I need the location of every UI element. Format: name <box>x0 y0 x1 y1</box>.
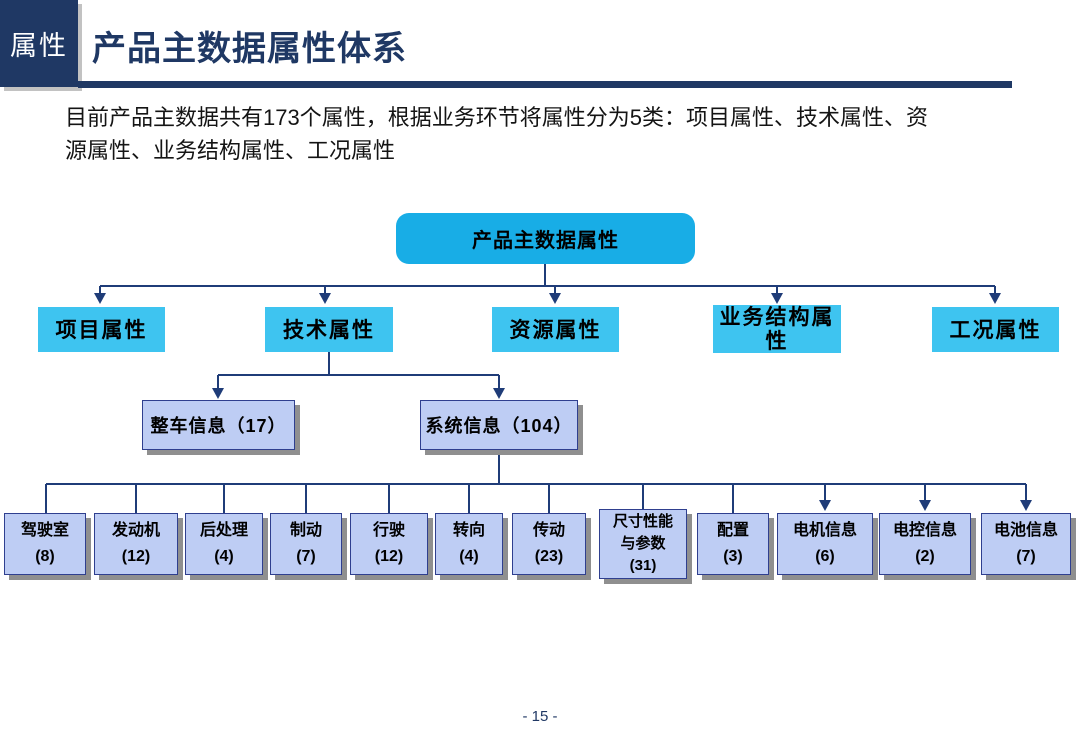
node-battery-info: 电池信息 (7) <box>981 513 1071 575</box>
node-count: (7) <box>296 548 316 565</box>
node-label: 后处理 <box>199 522 248 539</box>
node-aftertreatment: 后处理 (4) <box>185 513 263 575</box>
node-driving: 行驶 (12) <box>350 513 428 575</box>
node-transmission: 传动 (23) <box>512 513 586 575</box>
node-count: (4) <box>214 548 234 565</box>
node-label: 传动 <box>532 522 565 539</box>
node-motor-info: 电机信息 (6) <box>777 513 873 575</box>
node-brake: 制动 (7) <box>270 513 342 575</box>
node-label: 转向 <box>452 522 485 539</box>
node-label: 电池信息 <box>993 522 1058 539</box>
node-count: (3) <box>723 548 743 565</box>
corner-tag-label: 属性 <box>10 31 68 61</box>
page-number: - 15 - <box>522 708 558 725</box>
node-count: (7) <box>1016 548 1036 565</box>
node-count: (6) <box>815 548 835 565</box>
node-count: (12) <box>374 548 404 565</box>
node-tech-attrs: 技术属性 <box>265 307 393 352</box>
node-engine: 发动机 (12) <box>94 513 178 575</box>
intro-text: 目前产品主数据共有173个属性，根据业务环节将属性分为5类：项目属性、技术属性、… <box>65 105 928 163</box>
corner-tag: 属性 <box>0 0 78 87</box>
node-vehicle-info: 整车信息（17） <box>142 400 295 450</box>
node-label: 电机信息 <box>792 522 857 539</box>
node-cab: 驾驶室 (8) <box>4 513 86 575</box>
node-label: 配置 <box>716 522 749 539</box>
node-root: 产品主数据属性 <box>396 213 695 264</box>
title-underline <box>78 81 1012 88</box>
node-count: (31) <box>629 557 657 574</box>
node-system-info: 系统信息（104） <box>420 400 578 450</box>
node-business-structure-attrs: 业务结构属 性 <box>713 305 841 353</box>
node-label: 发动机 <box>111 522 160 539</box>
node-dimensions-performance: 尺寸性能 与参数 (31) <box>599 509 687 579</box>
node-resource-attrs: 资源属性 <box>492 307 619 352</box>
node-label: 制动 <box>289 522 322 539</box>
node-configuration: 配置 (3) <box>697 513 769 575</box>
node-project-attrs: 项目属性 <box>38 307 165 352</box>
node-count: (12) <box>121 548 151 565</box>
node-count: (4) <box>459 548 479 565</box>
node-label: 尺寸性能 与参数 <box>612 513 673 552</box>
page-title: 产品主数据属性体系 <box>92 30 407 68</box>
node-count: (2) <box>915 548 935 565</box>
node-ecu-info: 电控信息 (2) <box>879 513 971 575</box>
node-count: (8) <box>35 548 55 565</box>
node-steering: 转向 (4) <box>435 513 503 575</box>
node-count: (23) <box>534 548 564 565</box>
node-label: 电控信息 <box>892 522 957 539</box>
node-label: 驾驶室 <box>20 522 69 539</box>
node-condition-attrs: 工况属性 <box>932 307 1059 352</box>
node-label: 行驶 <box>372 522 405 539</box>
